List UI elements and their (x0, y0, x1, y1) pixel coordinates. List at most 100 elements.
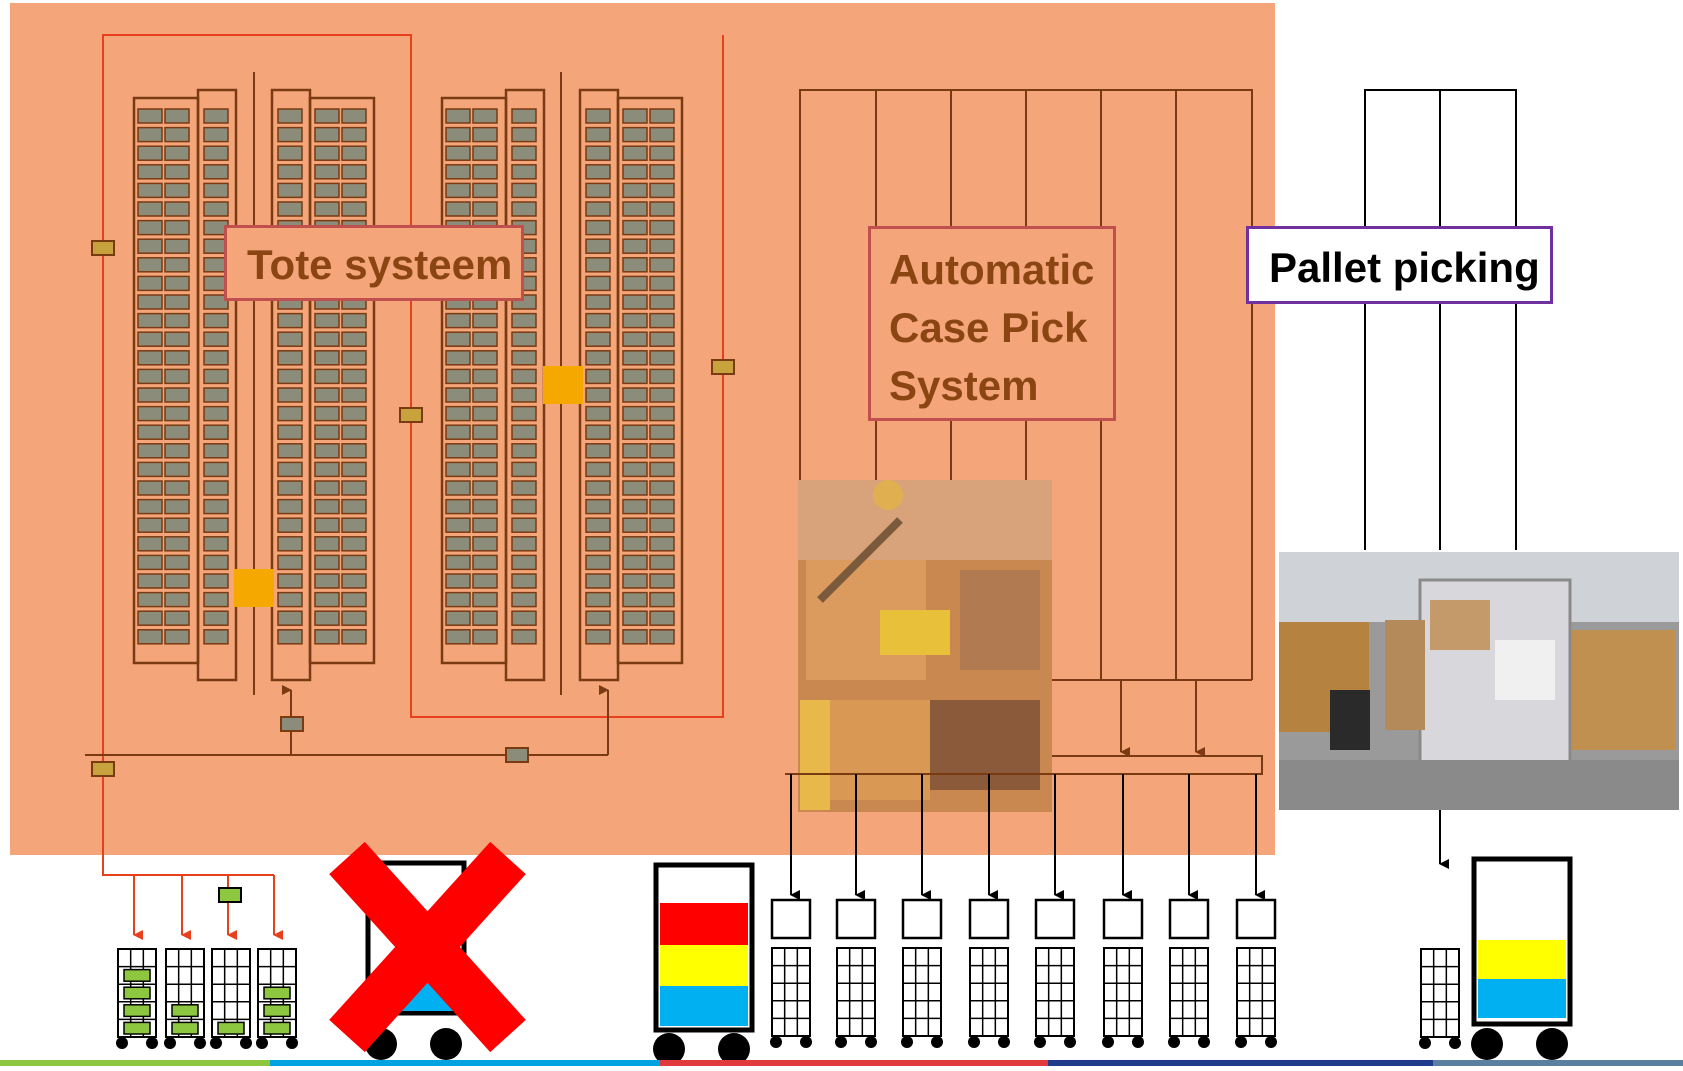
tote-cell (649, 387, 675, 403)
tote-cell (511, 201, 537, 217)
tote-cell (277, 443, 303, 459)
cage-wheel (1449, 1037, 1461, 1049)
acps-case-box (1235, 898, 1277, 940)
tote-cell (472, 164, 498, 180)
acps-roll-cages (770, 898, 1277, 1048)
tote-cell (622, 294, 648, 310)
robot-cell-photo-icon (798, 480, 1052, 812)
cage-wheel (800, 1036, 812, 1048)
tote-cell (585, 331, 611, 347)
tote-cell (511, 424, 537, 440)
tote-cell (164, 145, 190, 161)
tote-cell (472, 182, 498, 199)
tote-cell (314, 536, 340, 552)
tote-cell (649, 164, 675, 180)
tote-cell (341, 443, 367, 459)
tote-cell (341, 424, 367, 440)
tote-cell (649, 294, 675, 310)
tote-cell (511, 405, 537, 422)
tote-cell (511, 368, 537, 385)
tote-cell (164, 387, 190, 403)
tote-roll-cages (116, 948, 298, 1049)
tote-cell (164, 257, 190, 273)
cage-wheel (146, 1037, 158, 1049)
tote-cell (203, 201, 229, 217)
tote-cell (203, 591, 229, 608)
tote-cell (649, 498, 675, 515)
tote-cell (164, 554, 190, 571)
tote-cell (585, 126, 611, 143)
tote-cell (164, 610, 190, 626)
tote-cell (164, 517, 190, 533)
tote-cell (649, 573, 675, 589)
tote-in-transit (218, 887, 242, 903)
tote-cell (277, 108, 303, 124)
tote-cell (137, 126, 163, 143)
cage-wheel (968, 1036, 980, 1048)
tote-cell (585, 443, 611, 459)
tote-cell (314, 126, 340, 143)
tote-cell (511, 164, 537, 180)
tote-cell (341, 368, 367, 385)
tote-cell (314, 629, 340, 645)
tote-cell (341, 312, 367, 329)
tote-cell (203, 312, 229, 329)
tote-cell (622, 201, 648, 217)
tote-cell (137, 164, 163, 180)
tote-cell (445, 312, 471, 329)
cage-wheel (286, 1037, 298, 1049)
tote-cell (622, 312, 648, 329)
tote-cell (649, 275, 675, 292)
tote-cell (622, 164, 648, 180)
tote-cell (314, 591, 340, 608)
tote-cell (137, 368, 163, 385)
tote-cell (277, 554, 303, 571)
acps-case-box (770, 898, 812, 940)
tote-cell (622, 350, 648, 366)
tote-cell (203, 610, 229, 626)
tote-cell (472, 517, 498, 533)
tote-cell (203, 536, 229, 552)
tote-cell (203, 517, 229, 533)
tote-cell (277, 387, 303, 403)
tote-cell (137, 201, 163, 217)
tote-cell (164, 629, 190, 645)
roll-cage-frame (771, 947, 811, 1037)
tote-cell (164, 443, 190, 459)
tote-cell (622, 238, 648, 254)
cart-wheel (718, 1033, 750, 1065)
tote-cell (511, 108, 537, 124)
tote-cell (649, 257, 675, 273)
tote-cell (585, 554, 611, 571)
tote-cell (622, 387, 648, 403)
cage-wheel (1168, 1036, 1180, 1048)
tote-loop-line-left (102, 34, 724, 860)
green-tote (217, 1021, 245, 1035)
tote-cell (277, 126, 303, 143)
tote-cell (622, 591, 648, 608)
tote-cell (137, 591, 163, 608)
pallet-lines (1364, 89, 1517, 869)
roll-cage-frame (1236, 947, 1276, 1037)
tote-cell (511, 498, 537, 515)
shuttle (91, 761, 115, 777)
tote-cell (649, 126, 675, 143)
tote-cell (585, 219, 611, 236)
tote-cell (622, 629, 648, 645)
tote-cell (445, 164, 471, 180)
tote-cell (511, 312, 537, 329)
shuttle (505, 747, 529, 763)
cart-wheel (1536, 1028, 1568, 1060)
tote-cell (445, 182, 471, 199)
cage-wheel (1235, 1036, 1247, 1048)
tote-cell (164, 108, 190, 124)
tote-lift (543, 366, 583, 404)
tote-cell (585, 517, 611, 533)
cage-wheel (998, 1036, 1010, 1048)
tote-cell (585, 164, 611, 180)
roll-cage-frame (969, 947, 1009, 1037)
tote-cell (511, 443, 537, 459)
tote-cell (203, 350, 229, 366)
roll-cage-frame (1420, 948, 1460, 1038)
